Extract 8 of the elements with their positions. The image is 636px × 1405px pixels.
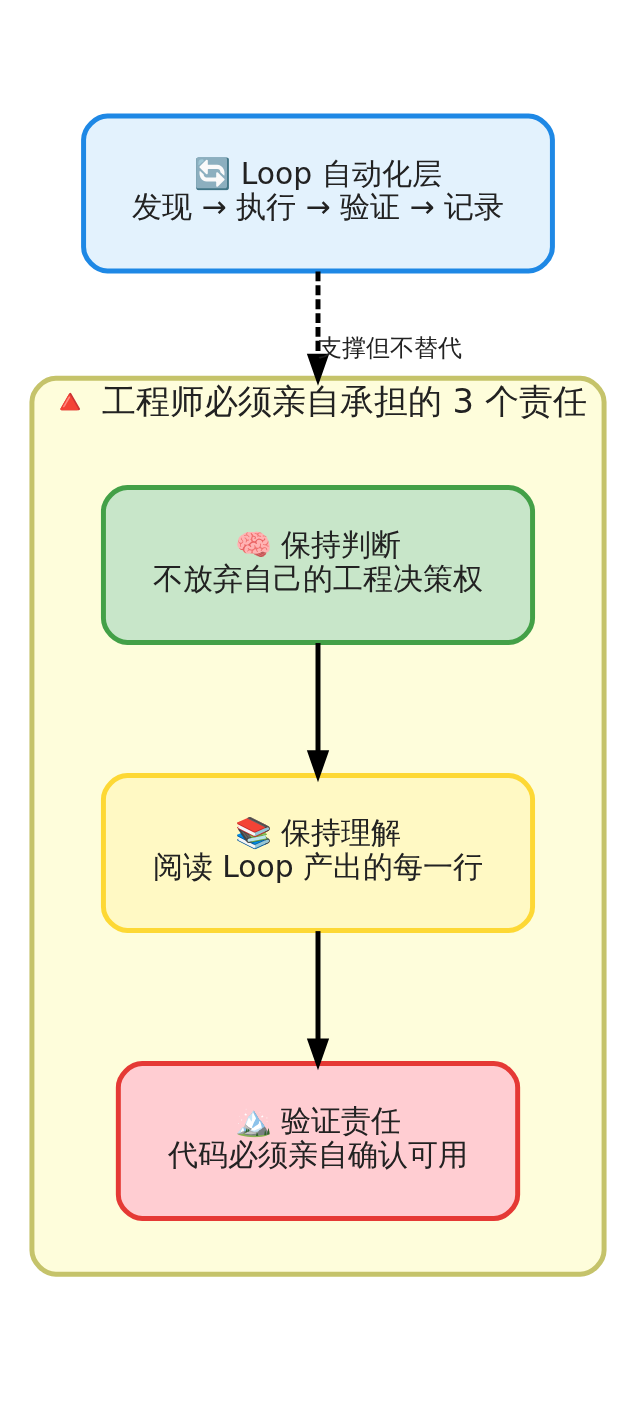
edge-label: 支撑但不替代 xyxy=(318,333,463,362)
arrow xyxy=(306,642,330,782)
node-box: 🧠 保持判断 不放弃自己的工程决策权 xyxy=(100,484,536,645)
node-box: 🏔 验证责任 代码必须亲自确认可用 xyxy=(115,1060,521,1221)
node-box: 📚 保持理解 阅读 Loop 产出的每一行 xyxy=(100,772,536,933)
arrow xyxy=(306,271,330,386)
arrow xyxy=(306,930,330,1070)
node-box: 🔄 Loop 自动化层 发现 → 执行 → 验证 → 记录 xyxy=(81,112,555,273)
